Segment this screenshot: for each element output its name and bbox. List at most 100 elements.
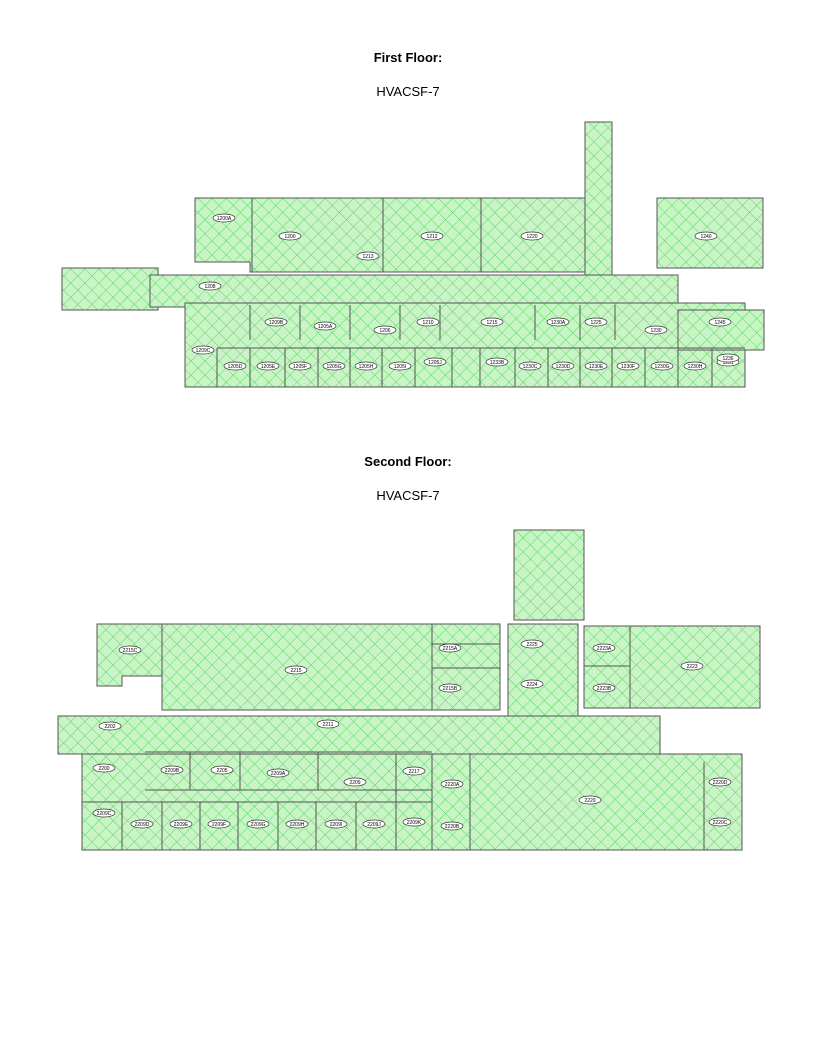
room-number: 2220 <box>584 798 595 804</box>
second-floor-northwest-block <box>96 623 163 687</box>
room-tag-2223b[interactable]: 2223B <box>592 683 616 693</box>
room-tag-oval <box>324 819 348 829</box>
room-number: 1200A <box>217 216 232 222</box>
room-number: 2209 <box>349 780 360 786</box>
room-tag-2225[interactable]: 2225 <box>520 639 544 649</box>
room-number: 1230A <box>551 320 566 326</box>
room-tag-oval <box>313 321 337 331</box>
room-tag-1200[interactable]: 1200 <box>278 231 302 241</box>
room-tag-1205i[interactable]: 1205I <box>388 361 412 371</box>
room-tag-1230[interactable]: 1230 <box>644 325 668 335</box>
room-tag-2209f[interactable]: 2209F <box>207 819 231 829</box>
room-number: 1205F <box>293 364 307 370</box>
room-tag-2205[interactable]: 2205 <box>210 765 234 775</box>
room-tag-1230e[interactable]: 1230E <box>584 361 608 371</box>
first-floor-plan <box>61 121 765 388</box>
room-tag-oval <box>191 345 215 355</box>
room-tag-1205h[interactable]: 1205H <box>354 361 378 371</box>
room-tag-1210[interactable]: 1210 <box>416 317 440 327</box>
room-tag-1205j[interactable]: 1205J <box>423 357 447 367</box>
room-tag-2220d[interactable]: 2220D <box>708 777 732 787</box>
room-tag-2215b[interactable]: 2215B <box>438 683 462 693</box>
first-floor-walls <box>216 198 745 387</box>
room-tag-1208[interactable]: 1208 <box>198 281 222 291</box>
room-tag-1205d[interactable]: 1205D <box>223 361 247 371</box>
room-tag-2224[interactable]: 2224 <box>520 679 544 689</box>
room-number: 2209A <box>271 771 286 777</box>
room-tag-oval <box>373 325 397 335</box>
room-tag-1230c[interactable]: 1230C <box>518 361 542 371</box>
room-tag-2223[interactable]: 2223 <box>680 661 704 671</box>
room-tag-2202[interactable]: 2202 <box>98 721 122 731</box>
room-tag-2220b[interactable]: 2220B <box>440 821 464 831</box>
room-tag-1245[interactable]: 1245 <box>708 317 732 327</box>
room-number: 2209H <box>290 822 305 828</box>
room-tag-2209a[interactable]: 2209A <box>266 768 290 778</box>
room-tag-2215c[interactable]: 2215C <box>118 645 142 655</box>
second-floor-plan <box>57 529 761 851</box>
second-floor-code: HVACSF-7 <box>376 488 440 503</box>
room-tag-2223a[interactable]: 2223A <box>592 643 616 653</box>
room-tag-2220c[interactable]: 2220C <box>708 817 732 827</box>
room-tag-1205g[interactable]: 1205G <box>322 361 346 371</box>
room-tag-1213[interactable]: 1213 <box>356 251 380 261</box>
room-number: 1209C <box>196 348 211 354</box>
room-tag-oval <box>708 317 732 327</box>
room-tag-2220a[interactable]: 2220A <box>440 779 464 789</box>
room-tag-1240[interactable]: 1240 <box>694 231 718 241</box>
room-tag-2200[interactable]: 2200 <box>92 763 116 773</box>
room-number: 1233B <box>490 360 505 366</box>
room-tag-2217[interactable]: 2217 <box>402 766 426 776</box>
room-tag-1233b[interactable]: 1233B <box>485 357 509 367</box>
room-tag-1215[interactable]: 1215 <box>480 317 504 327</box>
room-tag-2209k[interactable]: 2209K <box>402 817 426 827</box>
room-tag-1205e[interactable]: 1205E <box>256 361 280 371</box>
room-number: 1205D <box>228 364 243 370</box>
room-tag-oval <box>362 819 386 829</box>
room-tag-1230d[interactable]: 1230D <box>551 361 575 371</box>
room-tag-2215[interactable]: 2215 <box>284 665 308 675</box>
room-number: 2205 <box>216 768 227 774</box>
room-number: 1205E <box>261 364 276 370</box>
room-tag-1205a[interactable]: 1205A <box>313 321 337 331</box>
room-tag-1230a[interactable]: 1230A <box>546 317 570 327</box>
room-tag-1212[interactable]: 1212 <box>420 231 444 241</box>
room-tag-1200a[interactable]: 1200A <box>212 213 236 223</box>
room-tag-2209d[interactable]: 2209D <box>130 819 154 829</box>
room-number: 1200 <box>284 234 295 240</box>
first-floor-title: First Floor: <box>373 50 443 65</box>
room-tag-1230h[interactable]: 1230H <box>683 361 707 371</box>
room-tag-2220[interactable]: 2220 <box>578 795 602 805</box>
room-tag-2209b[interactable]: 2209B <box>160 765 184 775</box>
room-number: 2209D <box>135 822 150 828</box>
room-tag-2209c[interactable]: 2209C <box>92 808 116 818</box>
room-number: 1205A <box>318 324 333 330</box>
room-tag-1236[interactable]: 1236 <box>716 353 740 363</box>
room-tag-oval <box>708 817 732 827</box>
room-number: 2209C <box>97 811 112 817</box>
room-tag-2209e[interactable]: 2209E <box>169 819 193 829</box>
room-number: 1230D <box>556 364 571 370</box>
room-tag-1205f[interactable]: 1205F <box>288 361 312 371</box>
room-number: 1245 <box>714 320 725 326</box>
room-tag-2209i[interactable]: 2209I <box>324 819 348 829</box>
room-tag-2209[interactable]: 2209 <box>343 777 367 787</box>
room-tag-1206[interactable]: 1206 <box>373 325 397 335</box>
room-number: 2215 <box>290 668 301 674</box>
room-tag-1230g[interactable]: 1230G <box>650 361 674 371</box>
room-tag-oval <box>343 777 367 787</box>
room-tag-1225[interactable]: 1225 <box>584 317 608 327</box>
room-tag-1209c[interactable]: 1209C <box>191 345 215 355</box>
room-tag-2215a[interactable]: 2215A <box>438 643 462 653</box>
room-tag-1220[interactable]: 1220 <box>520 231 544 241</box>
room-tag-oval <box>264 317 288 327</box>
room-tag-1209b[interactable]: 1209B <box>264 317 288 327</box>
room-number: 2200 <box>98 766 109 772</box>
room-tag-1230f[interactable]: 1230F <box>616 361 640 371</box>
room-tag-2209h[interactable]: 2209H <box>285 819 309 829</box>
room-tag-2209j[interactable]: 2209J <box>362 819 386 829</box>
room-tag-2211[interactable]: 2211 <box>316 719 340 729</box>
room-tag-2209g[interactable]: 2209G <box>246 819 270 829</box>
room-number: 2209I <box>330 822 343 828</box>
room-tag-oval <box>644 325 668 335</box>
